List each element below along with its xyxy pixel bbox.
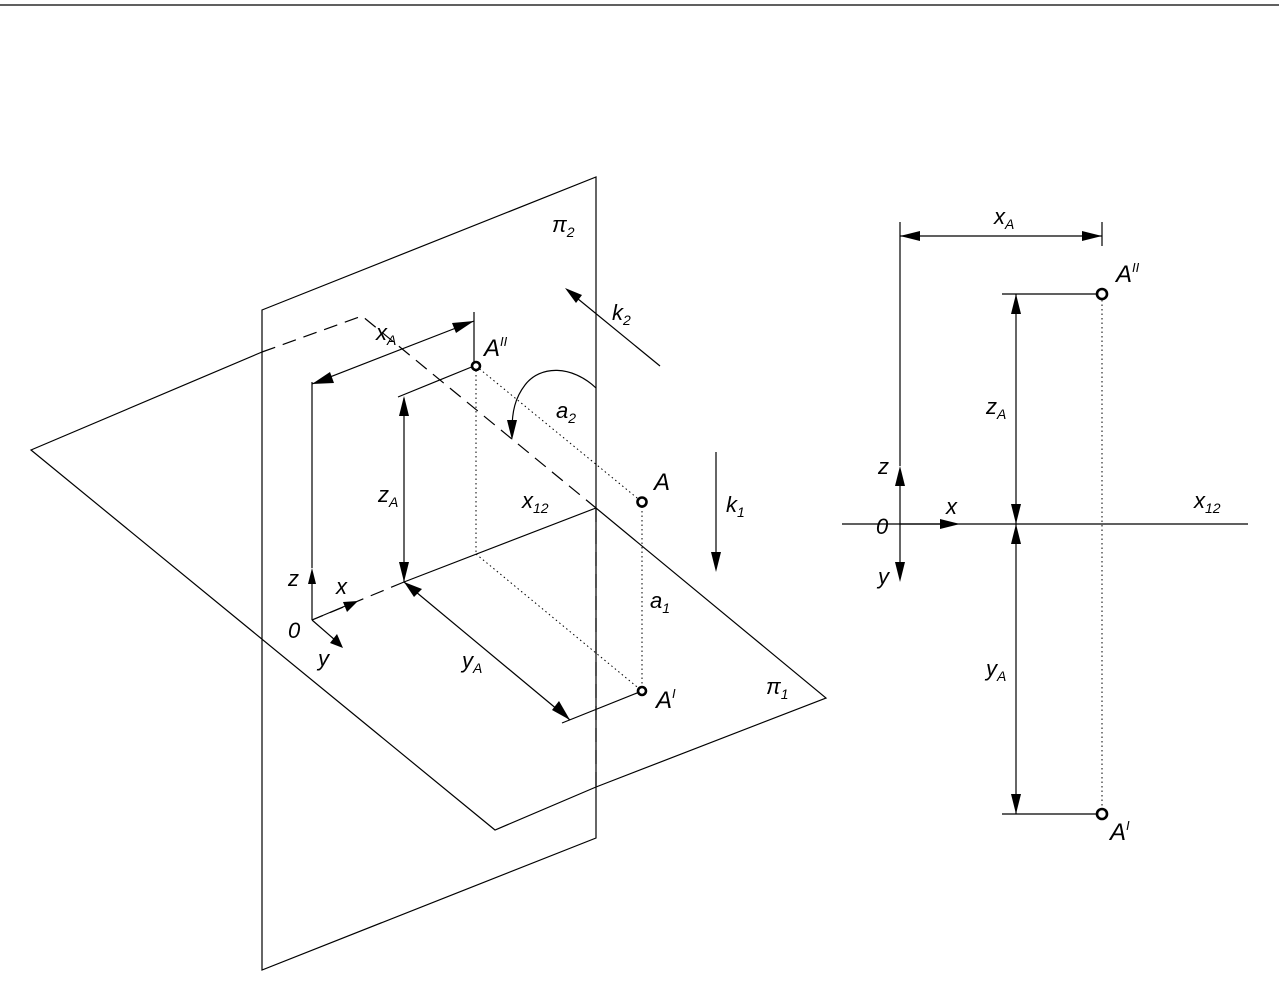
axis-x12-line (403, 507, 597, 583)
label-a-double-prime: AII (482, 334, 508, 362)
ya-extension (561, 690, 643, 724)
epure-label-a-double-prime: AII (1114, 260, 1140, 288)
epure-axis-y-arrow (895, 562, 905, 582)
label-axis-x: x (335, 574, 348, 599)
label-axis-y: y (316, 646, 331, 671)
epure-label-origin: 0 (876, 514, 889, 539)
label-ya: yA (460, 648, 482, 676)
xa-arrow-right (452, 321, 474, 333)
label-point-a: A (652, 469, 670, 496)
za-arrow-top (399, 396, 409, 416)
axis-y-short (311, 619, 336, 641)
point-a-space (636, 496, 648, 508)
plane-pi2 (261, 176, 597, 971)
point-a-horizontal (636, 685, 648, 697)
epure-point-a-horizontal (1095, 807, 1109, 821)
label-a2: a2 (556, 398, 576, 426)
epure-xa-arrow-left (900, 231, 920, 241)
direction-k1-arrow (711, 552, 721, 572)
projector-a1-back (475, 553, 643, 692)
axis-y-arrow (330, 634, 343, 648)
label-xa: xA (375, 320, 396, 348)
plane-pi1-visible-edges (29, 351, 597, 831)
epure-ya-arrow-bottom (1011, 794, 1021, 814)
label-za: zA (377, 482, 398, 510)
epure-label-axis-z: z (877, 454, 889, 479)
xa-dimension-line (311, 320, 475, 385)
label-k1: k1 (726, 492, 745, 520)
epure-za-arrow-bottom (1011, 504, 1021, 524)
point-a-frontal (470, 360, 482, 372)
za-arrow-bottom (399, 562, 409, 582)
za-extension-top (397, 365, 475, 398)
label-a1: a1 (650, 588, 670, 616)
epure-label-ya: yA (984, 656, 1006, 684)
axis-x-arrow (343, 601, 358, 612)
axis-x-short (311, 603, 351, 621)
projector-a2 (475, 365, 643, 503)
spatial-model: π2 π1 k2 k1 a2 a1 A AII AI x12 xA zA yA … (29, 176, 828, 971)
epure-ya-arrow-top (1011, 524, 1021, 544)
epure-label-axis-x: x (945, 494, 958, 519)
label-x12: x12 (521, 488, 549, 516)
epure-label-za: zA (985, 394, 1006, 422)
xa-arrow-left (312, 372, 334, 384)
direction-k2-arrow (565, 288, 582, 303)
plane-pi1-hidden-edges (261, 315, 597, 509)
plane-pi1-front-edges (595, 507, 828, 788)
epure-point-a-frontal (1095, 287, 1109, 301)
label-axis-z: z (287, 566, 299, 591)
epure-label-axis-y: y (876, 564, 891, 589)
ya-dimension-line (403, 581, 571, 721)
ya-arrow-bottom (552, 701, 570, 720)
label-pi2: π2 (552, 212, 575, 240)
epure-axis-z-arrow (895, 466, 905, 486)
orthographic-diagram: xA zA yA AII AI x12 0 x y z (842, 204, 1248, 846)
label-pi1: π1 (766, 674, 789, 702)
epure-axis-x-arrow (940, 519, 960, 529)
rotation-arc (511, 369, 597, 431)
direction-k2-line (571, 293, 661, 367)
rotation-arc-arrow (507, 420, 517, 440)
epure-za-arrow-top (1011, 294, 1021, 314)
ya-arrow-top (404, 582, 422, 597)
epure-label-xa: xA (993, 204, 1014, 232)
epure-xa-arrow-right (1082, 231, 1102, 241)
label-a-prime: AI (654, 686, 676, 714)
label-origin: 0 (288, 618, 301, 643)
label-k2: k2 (612, 300, 631, 328)
epure-label-x12: x12 (1193, 488, 1221, 516)
axis-z-arrow (308, 568, 316, 584)
epure-label-a-prime: AI (1108, 818, 1130, 846)
